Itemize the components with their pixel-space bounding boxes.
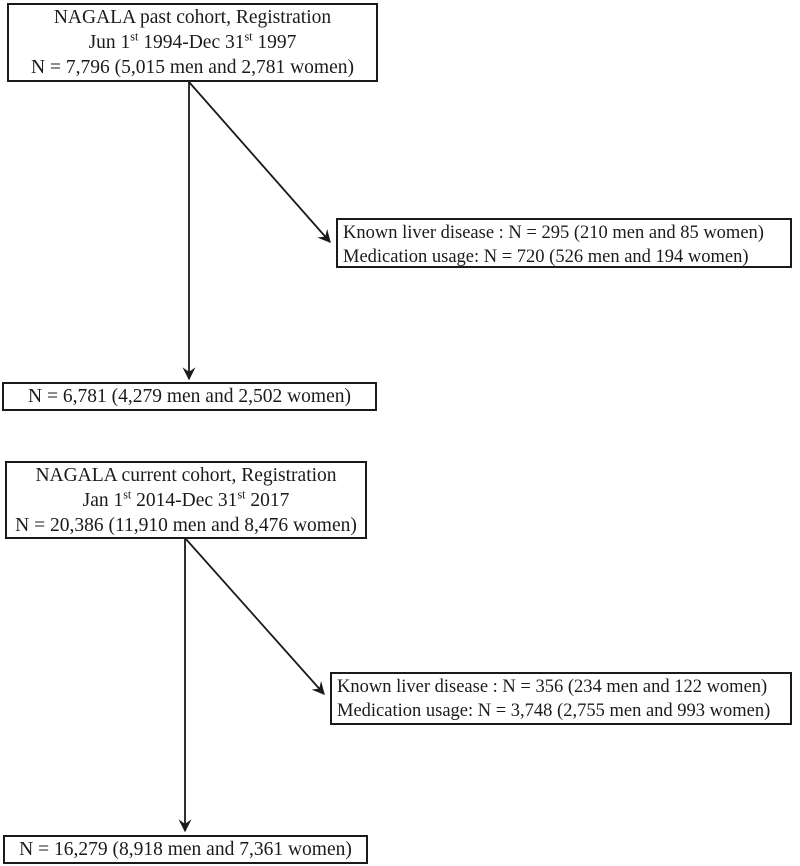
past-final-box: N = 6,781 (4,279 men and 2,502 women) — [2, 382, 377, 411]
current-exclusion-liver: Known liver disease : N = 356 (234 men a… — [337, 677, 768, 697]
arrow-current-exclusion — [184, 537, 325, 695]
current-registration-dates: Jan 1st 2014-Dec 31st 2017 — [82, 487, 290, 511]
current-registration-title: NAGALA current cohort, Registration — [35, 465, 337, 486]
past-exclusion-medication: Medication usage: N = 720 (526 men and 1… — [343, 247, 749, 267]
current-registration-box: NAGALA current cohort, Registration Jan … — [5, 461, 367, 539]
current-final-n: N = 16,279 (8,918 men and 7,361 women) — [19, 839, 352, 860]
current-final-box: N = 16,279 (8,918 men and 7,361 women) — [3, 835, 368, 864]
arrow-past-exclusion — [188, 81, 331, 243]
past-registration-dates: Jun 1st 1994-Dec 31st 1997 — [88, 29, 297, 53]
current-registration-n: N = 20,386 (11,910 men and 8,476 women) — [15, 515, 357, 536]
current-exclusion-medication: Medication usage: N = 3,748 (2,755 men a… — [337, 701, 771, 721]
past-final-n: N = 6,781 (4,279 men and 2,502 women) — [28, 386, 351, 407]
past-registration-title: NAGALA past cohort, Registration — [53, 7, 332, 28]
past-exclusion-box: Known liver disease : N = 295 (210 men a… — [336, 218, 792, 268]
past-registration-n: N = 7,796 (5,015 men and 2,781 women) — [31, 57, 354, 78]
past-exclusion-liver: Known liver disease : N = 295 (210 men a… — [343, 223, 764, 243]
current-exclusion-box: Known liver disease : N = 356 (234 men a… — [330, 672, 792, 725]
past-registration-box: NAGALA past cohort, Registration Jun 1st… — [7, 3, 378, 82]
